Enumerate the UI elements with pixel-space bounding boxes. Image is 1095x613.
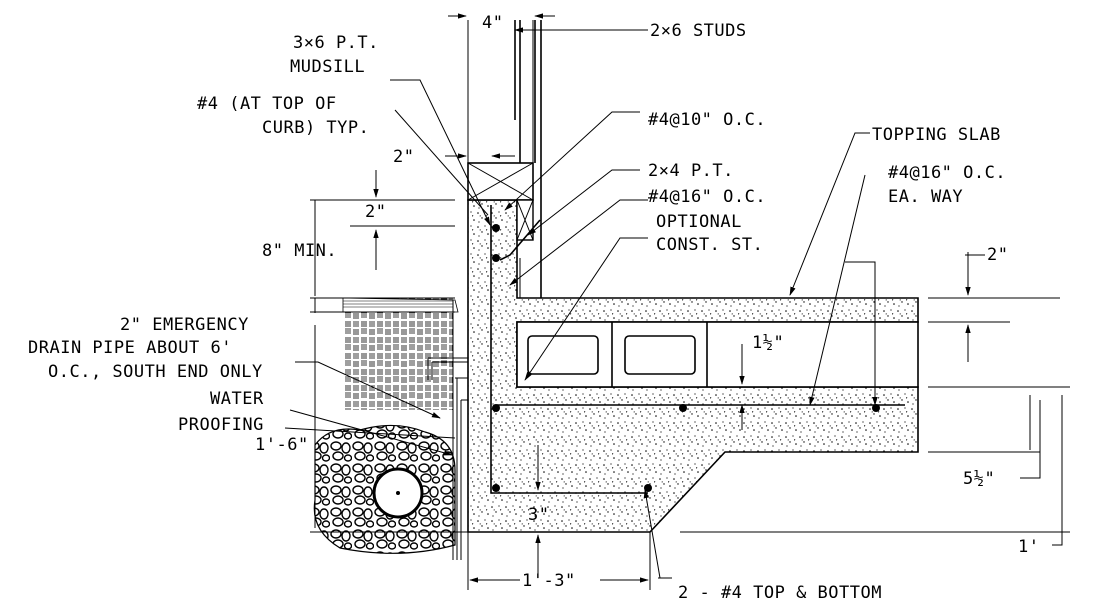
label-mudsill-2: MUDSILL xyxy=(290,57,365,77)
label-dim-8in-min: 8" MIN. xyxy=(262,241,337,261)
label-topping-slab: TOPPING SLAB xyxy=(872,125,1001,145)
label-curb-bar-2: CURB) TYP. xyxy=(262,118,369,138)
label-dim-2in-a: 2" xyxy=(393,147,414,167)
label-dim-2in-b: 2" xyxy=(365,202,386,222)
label-dim-1-6: 1'-6" xyxy=(255,435,309,455)
label-mudsill-1: 3×6 P.T. xyxy=(293,33,379,53)
label-bars-top-bottom: 2 - #4 TOP & BOTTOM xyxy=(678,583,882,603)
mudsill xyxy=(467,162,534,201)
label-water-2: PROOFING xyxy=(178,415,264,435)
label-bar-10oc: #4@10" O.C. xyxy=(648,110,766,130)
label-dim-2in-right: 2" xyxy=(987,245,1008,265)
label-slab-bar-1: #4@16" O.C. xyxy=(888,163,1006,183)
label-dim-3in: 3" xyxy=(528,505,549,525)
label-dim-4in: 4" xyxy=(482,13,503,33)
drain-pipe xyxy=(372,467,424,519)
label-water-1: WATER xyxy=(210,389,264,409)
label-curb-bar-1: #4 (AT TOP OF xyxy=(197,94,337,114)
label-studs: 2×6 STUDS xyxy=(650,21,747,41)
label-dim-1ft: 1' xyxy=(1018,537,1039,557)
label-optional-2: CONST. ST. xyxy=(656,235,763,255)
wall-studs xyxy=(514,20,542,298)
label-optional-1: OPTIONAL xyxy=(656,212,742,232)
pt-2x4 xyxy=(516,199,534,241)
label-pt-2x4: 2×4 P.T. xyxy=(648,161,734,181)
dimension-lines xyxy=(314,13,1063,583)
label-bar-16oc: #4@16" O.C. xyxy=(648,187,766,207)
label-dim-1-3: 1'-3" xyxy=(522,571,576,591)
leader-lines xyxy=(284,27,1063,579)
label-dim-5-half: 5½" xyxy=(963,469,995,489)
annotation-labels: 4" 2×6 STUDS 3×6 P.T. MUDSILL #4 (AT TOP… xyxy=(28,13,1039,603)
label-dim-1-half: 1½" xyxy=(752,333,784,353)
label-drain-3: O.C., SOUTH END ONLY xyxy=(48,362,263,382)
rebar xyxy=(490,205,905,494)
label-slab-bar-2: EA. WAY xyxy=(888,187,963,207)
cmu-blocks xyxy=(516,321,919,388)
extension-lines xyxy=(310,20,1070,590)
label-drain-1: 2" EMERGENCY xyxy=(120,315,249,335)
label-drain-2: DRAIN PIPE ABOUT 6' xyxy=(28,338,232,358)
